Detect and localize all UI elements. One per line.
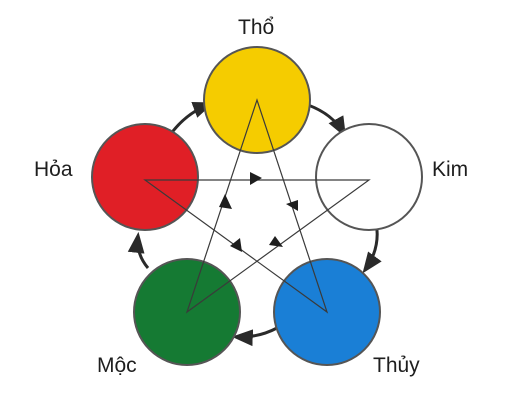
label-hoa: Hỏa — [34, 158, 73, 181]
label-moc: Mộc — [97, 354, 137, 377]
arc-moc-hoa — [127, 231, 150, 269]
star-arrow-hoa-kim — [250, 172, 262, 185]
star-arrow-kim-moc — [269, 236, 283, 247]
label-tho: Thổ — [238, 16, 275, 39]
star-arrow-moc-tho — [219, 194, 232, 209]
label-thuy: Thủy — [373, 354, 420, 377]
label-kim: Kim — [432, 158, 469, 181]
star-arrow-tho-thuy — [286, 200, 298, 211]
arc-thuy-moc — [231, 326, 278, 347]
circle-hoa — [91, 123, 199, 231]
circle-kim — [315, 123, 423, 231]
star-arrow-thuy-hoa — [230, 238, 242, 252]
